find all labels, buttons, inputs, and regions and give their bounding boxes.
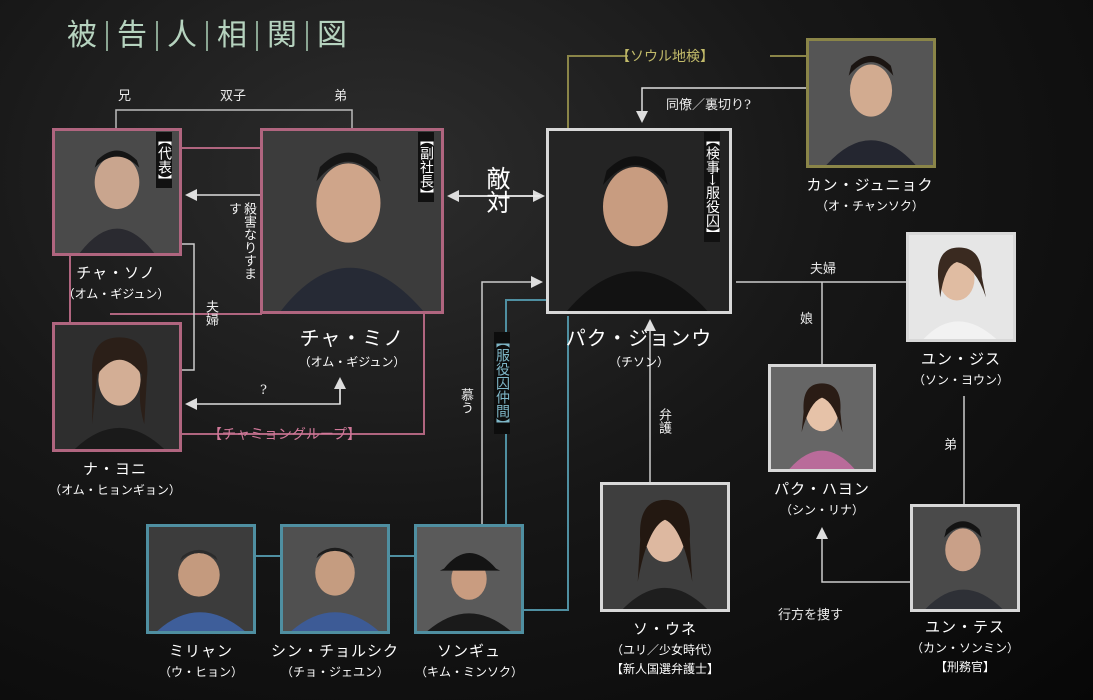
seoul-group-label: 【ソウル地検】 bbox=[616, 49, 714, 65]
enemy-label: 敵対 bbox=[482, 166, 510, 214]
cheolsik-name: シン・チョルシク bbox=[270, 642, 399, 660]
murder-label: 殺害なりすます bbox=[226, 202, 256, 280]
name-junhyuk: カン・ジュニョク （オ・チャンソク） bbox=[790, 174, 950, 214]
soono-actor: （オム・ギジュン） bbox=[62, 287, 170, 301]
name-songyu: ソンギュ （キム・ミンソク） bbox=[404, 640, 534, 680]
name-taesu: ユン・テス （カン・ソンミン） 【刑務官】 bbox=[900, 616, 1030, 675]
title-char: 告 bbox=[117, 18, 147, 53]
yoni-name: ナ・ヨニ bbox=[82, 460, 147, 478]
inmates-group-label: 【服役囚仲間】 bbox=[494, 332, 510, 434]
portrait-songyu bbox=[414, 524, 524, 634]
soono-name: チャ・ソノ bbox=[76, 264, 156, 282]
junhyuk-name: カン・ジュニョク bbox=[806, 176, 934, 194]
jisu-actor: （ソン・ヨウン） bbox=[912, 373, 1009, 387]
jeongwoo-actor: （チソン） bbox=[608, 355, 669, 369]
portrait-mino bbox=[260, 128, 444, 314]
une-role: 【新人国選弁護士】 bbox=[610, 662, 719, 676]
jeongwoo-tag: 【検事→服役囚】 bbox=[704, 132, 720, 242]
yoni-actor: （オム・ヒョンギョン） bbox=[49, 483, 181, 497]
couple-label: 夫婦 bbox=[203, 300, 218, 326]
songyu-name: ソンギュ bbox=[436, 642, 501, 660]
une-actor: （ユリ／少女時代） bbox=[610, 643, 719, 657]
taesu-role: 【刑務官】 bbox=[934, 660, 995, 674]
name-mino: チャ・ミノ （オム・ギジュン） bbox=[262, 322, 442, 370]
taesu-name: ユン・テス bbox=[924, 618, 1005, 636]
chaming-group-label: 【チャミョングループ】 bbox=[208, 427, 362, 443]
hayeon-name: パク・ハヨン bbox=[774, 480, 870, 498]
search-arrow bbox=[816, 527, 910, 583]
name-yoni: ナ・ヨニ （オム・ヒョンギョン） bbox=[40, 458, 190, 498]
taesu-actor: （カン・ソンミン） bbox=[910, 641, 1019, 655]
portrait-cheolsik bbox=[280, 524, 390, 634]
jisu-name: ユン・ジス bbox=[920, 350, 1001, 368]
hayeon-actor: （シン・リナ） bbox=[779, 503, 864, 517]
songyu-actor: （キム・ミンソク） bbox=[414, 665, 523, 679]
soono-tag: 【代表】 bbox=[156, 132, 172, 188]
seoul-group-frame bbox=[567, 55, 806, 130]
title-char: 相 bbox=[217, 18, 247, 53]
milyang-name: ミリャン bbox=[168, 642, 233, 660]
name-jeongwoo: パク・ジョンウ （チソン） bbox=[546, 322, 732, 370]
colleague-label: 同僚／裏切り? bbox=[666, 98, 751, 113]
name-une: ソ・ウネ （ユリ／少女時代） 【新人国選弁護士】 bbox=[584, 618, 746, 677]
name-cheolsik: シン・チョルシク （チョ・ジェユン） bbox=[266, 640, 404, 680]
name-jisu: ユン・ジス （ソン・ヨウン） bbox=[896, 348, 1026, 388]
chaming-group-frame bbox=[69, 147, 425, 442]
adore-arrow bbox=[481, 276, 543, 524]
portrait-junhyuk bbox=[806, 38, 936, 168]
portrait-une bbox=[600, 482, 730, 612]
milyang-actor: （ウ・ヒョン） bbox=[158, 665, 243, 679]
defend-label: 弁護 bbox=[656, 408, 671, 434]
name-hayeon: パク・ハヨン （シン・リナ） bbox=[762, 478, 882, 518]
cheolsik-actor: （チョ・ジェユン） bbox=[280, 665, 389, 679]
mino-actor: （オム・ギジュン） bbox=[298, 355, 406, 369]
mino-name: チャ・ミノ bbox=[299, 326, 405, 350]
title-char: 被 bbox=[67, 18, 97, 53]
brother-older-label: 兄 bbox=[118, 89, 132, 104]
portrait-yoni bbox=[52, 322, 182, 452]
younger2-label: 弟 bbox=[944, 438, 958, 453]
question-label: ? bbox=[260, 383, 267, 398]
couple-line bbox=[180, 243, 195, 371]
title-char: 関 bbox=[267, 18, 297, 53]
twins-label: 双子 bbox=[220, 89, 247, 104]
portrait-taesu bbox=[910, 504, 1020, 612]
portrait-jeongwoo bbox=[546, 128, 732, 314]
title-char: 図 bbox=[317, 18, 347, 53]
portrait-jisu bbox=[906, 232, 1016, 342]
search-label: 行方を捜す bbox=[778, 608, 844, 623]
brother-younger-label: 弟 bbox=[334, 89, 348, 104]
name-milyang: ミリャン （ウ・ヒョン） bbox=[140, 640, 262, 680]
name-soono: チャ・ソノ （オム・ギジュン） bbox=[54, 262, 178, 302]
mino-tag: 【副社長】 bbox=[418, 132, 434, 202]
junhyuk-actor: （オ・チャンソク） bbox=[816, 199, 924, 213]
colleague-arrow bbox=[636, 87, 806, 123]
title-char: 人 bbox=[167, 18, 197, 53]
couple2-label: 夫婦 bbox=[810, 262, 837, 277]
adore-label: 慕う bbox=[458, 388, 473, 414]
brothers-line bbox=[115, 109, 353, 130]
portrait-hayeon bbox=[768, 364, 876, 472]
portrait-milyang bbox=[146, 524, 256, 634]
jeongwoo-name: パク・ジョンウ bbox=[565, 326, 713, 350]
une-name: ソ・ウネ bbox=[632, 620, 697, 638]
page-title: 被 告 人 相 関 図 bbox=[58, 18, 356, 54]
daughter-label: 娘 bbox=[800, 312, 814, 327]
